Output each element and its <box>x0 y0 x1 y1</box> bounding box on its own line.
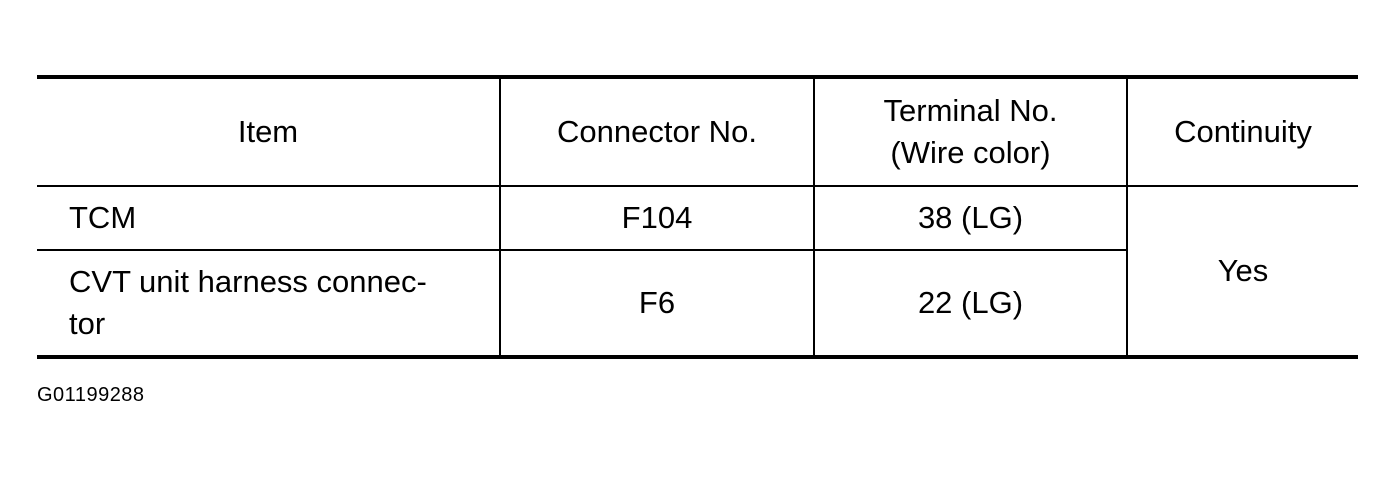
cell-item-line1: CVT unit harness connec- <box>69 264 427 299</box>
table-row: TCM F104 38 (LG) Yes <box>37 186 1358 357</box>
header-terminal-line2: (Wire color) <box>890 135 1051 170</box>
header-connector-no: Connector No. <box>499 77 814 187</box>
figure-id: G01199288 <box>37 384 145 406</box>
continuity-check-table: Item Connector No. Terminal No. (Wire co… <box>37 75 1358 359</box>
cell-terminal-22: 22 (LG) <box>813 250 1127 357</box>
header-terminal-line1: Terminal No. <box>883 93 1058 128</box>
cell-item-cvt-harness: CVT unit harness connec- tor <box>37 250 500 357</box>
cell-item-tcm: TCM <box>37 186 500 251</box>
header-continuity: Continuity <box>1126 77 1358 187</box>
cell-item-line2: tor <box>69 306 106 341</box>
header-terminal-no: Terminal No. (Wire color) <box>813 77 1127 187</box>
cell-terminal-38: 38 (LG) <box>813 186 1127 251</box>
header-item: Item <box>37 77 500 187</box>
cell-continuity-yes: Yes <box>1126 186 1358 357</box>
table-header-row: Item Connector No. Terminal No. (Wire co… <box>37 77 1358 187</box>
table-row: CVT unit harness connec- tor F6 22 (LG) <box>37 250 1358 357</box>
cell-connector-f6: F6 <box>499 250 814 357</box>
cell-connector-f104: F104 <box>499 186 814 251</box>
